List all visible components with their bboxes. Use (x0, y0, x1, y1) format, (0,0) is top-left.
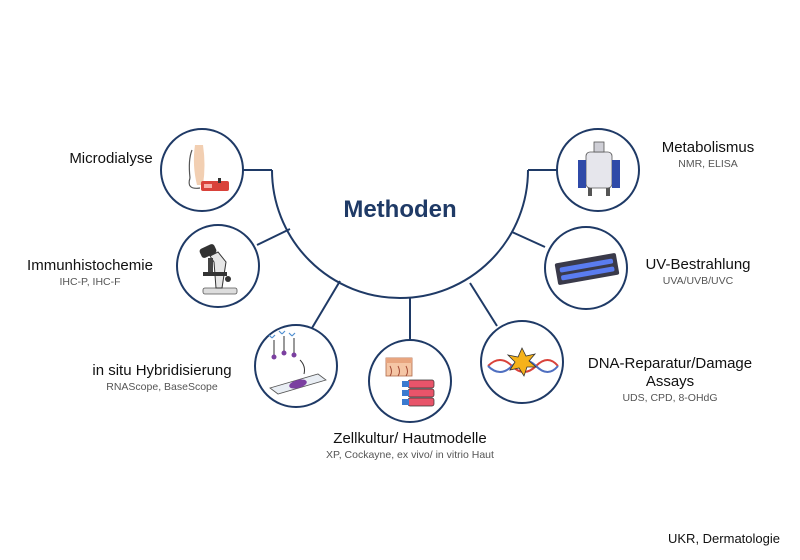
nmr-icon (578, 141, 620, 196)
label-hybridisierung: in situ Hybridisierung RNAScope, BaseSco… (80, 362, 244, 394)
method-title: Zellkultur/ Hautmodelle (333, 430, 487, 447)
node-uv (544, 226, 628, 310)
method-title: in situ Hybridisierung (92, 362, 232, 379)
method-title: Immunhistochemie (27, 257, 153, 274)
probe-slide-icon (268, 330, 327, 395)
method-subtitle: IHC-P, IHC-F (59, 276, 121, 288)
node-microdialyse (160, 128, 244, 212)
node-immunhistochemie (176, 224, 260, 308)
dna-damage-icon (487, 347, 559, 377)
connector-uv (511, 231, 546, 248)
skin-flask-icon (385, 357, 435, 407)
node-dna (480, 320, 564, 404)
method-title: DNA-Reparatur/Damage (587, 355, 753, 372)
method-title: Metabolismus (661, 139, 755, 156)
method-title: UV-Bestrahlung (645, 256, 751, 273)
node-zellkultur (368, 339, 452, 423)
uv-lamp-icon (554, 253, 620, 285)
microscope-icon (199, 244, 238, 295)
node-hybridisierung (254, 324, 338, 408)
method-subtitle: UVA/UVB/UVC (662, 275, 734, 287)
connector-dna (469, 282, 498, 327)
connector-immunhistochemie (256, 228, 291, 246)
label-uv: UV-Bestrahlung UVA/UVB/UVC (638, 256, 758, 288)
method-subtitle: XP, Cockayne, ex vivo/ in vitrio Haut (326, 449, 494, 461)
diagram-title: Methoden (343, 196, 457, 223)
method-subtitle: NMR, ELISA (678, 158, 738, 170)
label-zellkultur: Zellkultur/ Hautmodelle XP, Cockayne, ex… (310, 430, 510, 462)
hub-arc (271, 169, 529, 299)
arm-pump-icon (188, 145, 229, 191)
credit-text: UKR, Dermatologie (668, 531, 780, 546)
method-subtitle: UDS, CPD, 8-OHdG (622, 392, 718, 404)
node-metabolismus (556, 128, 640, 212)
label-immunhistochemie: Immunhistochemie IHC-P, IHC-F (20, 257, 160, 289)
label-microdialyse: Microdialyse (56, 150, 166, 168)
method-title: Microdialyse (69, 150, 153, 167)
connector-hybridisierung (311, 280, 341, 329)
method-subtitle: RNAScope, BaseScope (106, 381, 218, 393)
method-title-line2: Assays (645, 373, 695, 390)
label-metabolismus: Metabolismus NMR, ELISA (648, 139, 768, 171)
label-dna: DNA-Reparatur/Damage Assays UDS, CPD, 8-… (580, 355, 760, 405)
